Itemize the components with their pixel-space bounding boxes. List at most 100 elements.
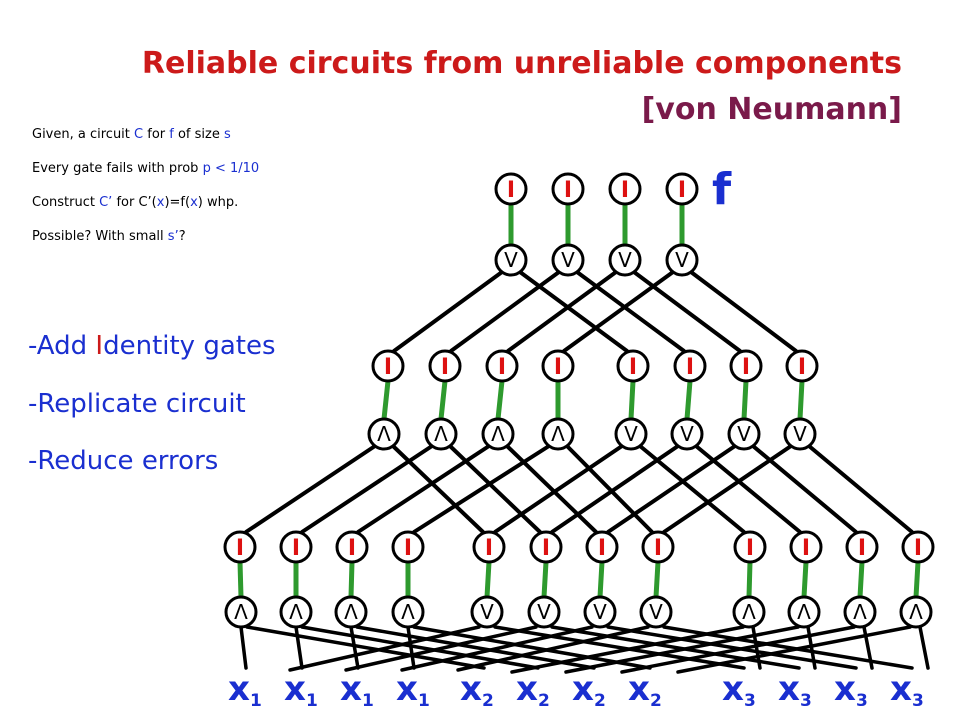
identity-gate: I <box>529 530 563 564</box>
and-gate: Λ <box>279 595 313 629</box>
wire <box>564 625 800 674</box>
identity-link <box>913 559 921 600</box>
identity-gate: I <box>673 349 707 383</box>
svg-text:V: V <box>593 600 607 624</box>
given-line-3: Construct C’ for C’(x)=f(x) whp. <box>32 195 238 210</box>
identity-gate: I <box>733 530 767 564</box>
svg-text:I: I <box>746 536 754 561</box>
svg-text:I: I <box>678 178 686 203</box>
svg-text:Λ: Λ <box>742 600 756 624</box>
svg-text:V: V <box>793 422 807 446</box>
identity-gate: I <box>729 349 763 383</box>
wire <box>493 444 624 534</box>
identity-link <box>857 559 865 600</box>
identity-gate: I <box>541 349 575 383</box>
input-label: x3 <box>890 669 924 711</box>
given-text: for C’( <box>112 195 157 210</box>
identity-link <box>797 378 805 422</box>
svg-text:I: I <box>236 536 244 561</box>
identity-gate: I <box>608 172 642 206</box>
svg-text:I: I <box>742 355 750 380</box>
input-label: x2 <box>516 669 550 711</box>
identity-gate: I <box>785 349 819 383</box>
svg-text:I: I <box>485 536 493 561</box>
given-highlight: < 1/10 <box>210 161 260 176</box>
input-label: x1 <box>340 669 374 711</box>
identity-link <box>484 559 492 600</box>
wire <box>294 625 304 670</box>
or-gate: V <box>527 595 561 629</box>
wire <box>620 625 856 674</box>
or-gate: V <box>551 243 585 277</box>
svg-text:V: V <box>649 600 663 624</box>
identity-gate: I <box>665 172 699 206</box>
or-gate: V <box>614 417 648 451</box>
svg-text:Λ: Λ <box>289 600 303 624</box>
or-gate: V <box>494 243 528 277</box>
identity-link <box>541 559 549 600</box>
or-gate: V <box>727 417 761 451</box>
svg-text:I: I <box>507 178 515 203</box>
wire <box>493 625 746 670</box>
and-gate: Λ <box>787 595 821 629</box>
svg-text:Λ: Λ <box>551 422 565 446</box>
svg-text:I: I <box>542 536 550 561</box>
wire <box>355 625 596 670</box>
step-text: -Add <box>28 331 96 361</box>
identity-gate: I <box>551 172 585 206</box>
wire <box>550 444 680 534</box>
or-gate: V <box>670 417 704 451</box>
input-label: x1 <box>228 669 262 711</box>
wire <box>676 625 912 674</box>
input-label: x3 <box>722 669 756 711</box>
svg-text:I: I <box>441 355 449 380</box>
svg-text:I: I <box>858 536 866 561</box>
svg-text:I: I <box>621 178 629 203</box>
and-gate: Λ <box>481 417 515 451</box>
identity-gate: I <box>585 530 619 564</box>
wire <box>400 625 594 672</box>
identity-link <box>495 378 505 422</box>
identity-link <box>597 559 605 600</box>
wire <box>518 270 629 353</box>
wire <box>356 444 491 534</box>
identity-links <box>237 201 921 600</box>
step-highlight: I <box>95 331 104 361</box>
wire <box>239 625 248 670</box>
wire <box>575 270 686 353</box>
identity-link <box>237 559 244 600</box>
wire <box>506 270 618 353</box>
identity-gate: I <box>641 530 675 564</box>
wire <box>565 444 654 534</box>
svg-text:V: V <box>675 248 689 272</box>
given-text: ? <box>178 229 186 244</box>
given-text: Possible? With small <box>32 229 168 244</box>
identity-link <box>741 378 749 422</box>
given-line-2: Every gate fails with prob p < 1/10 <box>32 161 259 176</box>
wire <box>406 625 416 670</box>
given-highlight: f <box>169 127 174 142</box>
identity-link <box>628 378 636 422</box>
given-text: for <box>143 127 170 142</box>
identity-link <box>684 378 693 422</box>
svg-text:I: I <box>598 536 606 561</box>
svg-text:Λ: Λ <box>853 600 867 624</box>
svg-text:Λ: Λ <box>234 600 248 624</box>
identity-gate: I <box>901 530 935 564</box>
step-text: dentity gates <box>103 331 276 361</box>
identity-gate: I <box>279 530 313 564</box>
wire <box>807 444 914 534</box>
title-line-1: Reliable circuits from unreliable compon… <box>141 46 902 81</box>
wire <box>392 270 504 353</box>
or-gate: V <box>665 243 699 277</box>
given-line-1: Given, a circuit C for f of size s <box>32 127 231 142</box>
svg-text:V: V <box>561 248 575 272</box>
svg-text:V: V <box>537 600 551 624</box>
given-text: of size <box>173 127 224 142</box>
svg-text:I: I <box>498 355 506 380</box>
input-label: x1 <box>284 669 318 711</box>
and-gate: Λ <box>843 595 877 629</box>
svg-text:V: V <box>480 600 494 624</box>
given-highlight: s <box>223 127 231 142</box>
